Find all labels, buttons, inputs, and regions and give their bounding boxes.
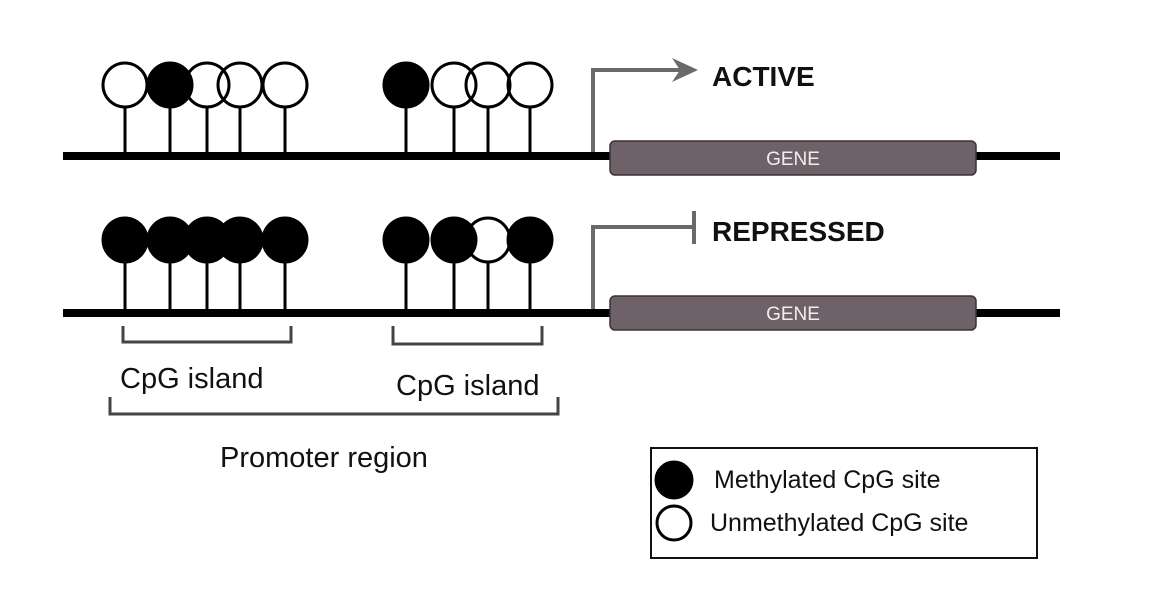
cpg-island-label-1: CpG island (120, 363, 263, 395)
unmethylated-cpg-site-icon (101, 61, 149, 109)
unmethylated-cpg-site-icon (216, 61, 264, 109)
gene-label: GENE (766, 304, 820, 325)
unmethylated-cpg-site-icon (183, 61, 231, 109)
methylated-legend-icon (654, 460, 694, 500)
gene-box (609, 140, 977, 176)
cpg-island-bracket-1 (121, 326, 293, 344)
methylated-cpg-site-icon (506, 216, 554, 264)
unmethylated-cpg-site-icon (506, 61, 554, 109)
arrowhead-icon (672, 58, 698, 82)
promoter-region-bracket (108, 397, 560, 416)
methylated-cpg-site-icon (261, 216, 309, 264)
row-repressed: REPRESSED GENE (63, 211, 1060, 331)
unmethylated-cpg-site-icon (261, 61, 309, 109)
methylated-cpg-site-icon (382, 61, 430, 109)
methylated-cpg-site-icon (382, 216, 430, 264)
gene-box (609, 295, 977, 331)
unmethylated-legend-icon (655, 504, 693, 542)
transcription-block-line (591, 225, 693, 309)
unmethylated-cpg-site-icon (464, 61, 512, 109)
transcription-start-arrow (591, 68, 690, 152)
row-active: ACTIVE GENE (63, 58, 1060, 176)
legend-box (650, 447, 1038, 559)
legend-label-methylated: Methylated CpG site (714, 466, 941, 494)
state-label-active: ACTIVE (712, 61, 815, 92)
gene-label: GENE (766, 149, 820, 170)
unmethylated-cpg-site-icon (430, 61, 478, 109)
methylated-cpg-site-icon (430, 216, 478, 264)
cpg-sites (101, 216, 554, 309)
methylated-cpg-site-icon (216, 216, 264, 264)
methylated-cpg-site-icon (146, 61, 194, 109)
legend: Methylated CpG site Unmethylated CpG sit… (650, 447, 1038, 559)
promoter-region-label: Promoter region (220, 442, 428, 474)
cpg-island-bracket-2 (391, 326, 544, 346)
methylated-cpg-site-icon (101, 216, 149, 264)
cpg-sites (101, 61, 554, 152)
cpg-island-label-2: CpG island (396, 370, 539, 402)
state-label-repressed: REPRESSED (712, 216, 885, 247)
legend-label-unmethylated: Unmethylated CpG site (710, 509, 968, 537)
